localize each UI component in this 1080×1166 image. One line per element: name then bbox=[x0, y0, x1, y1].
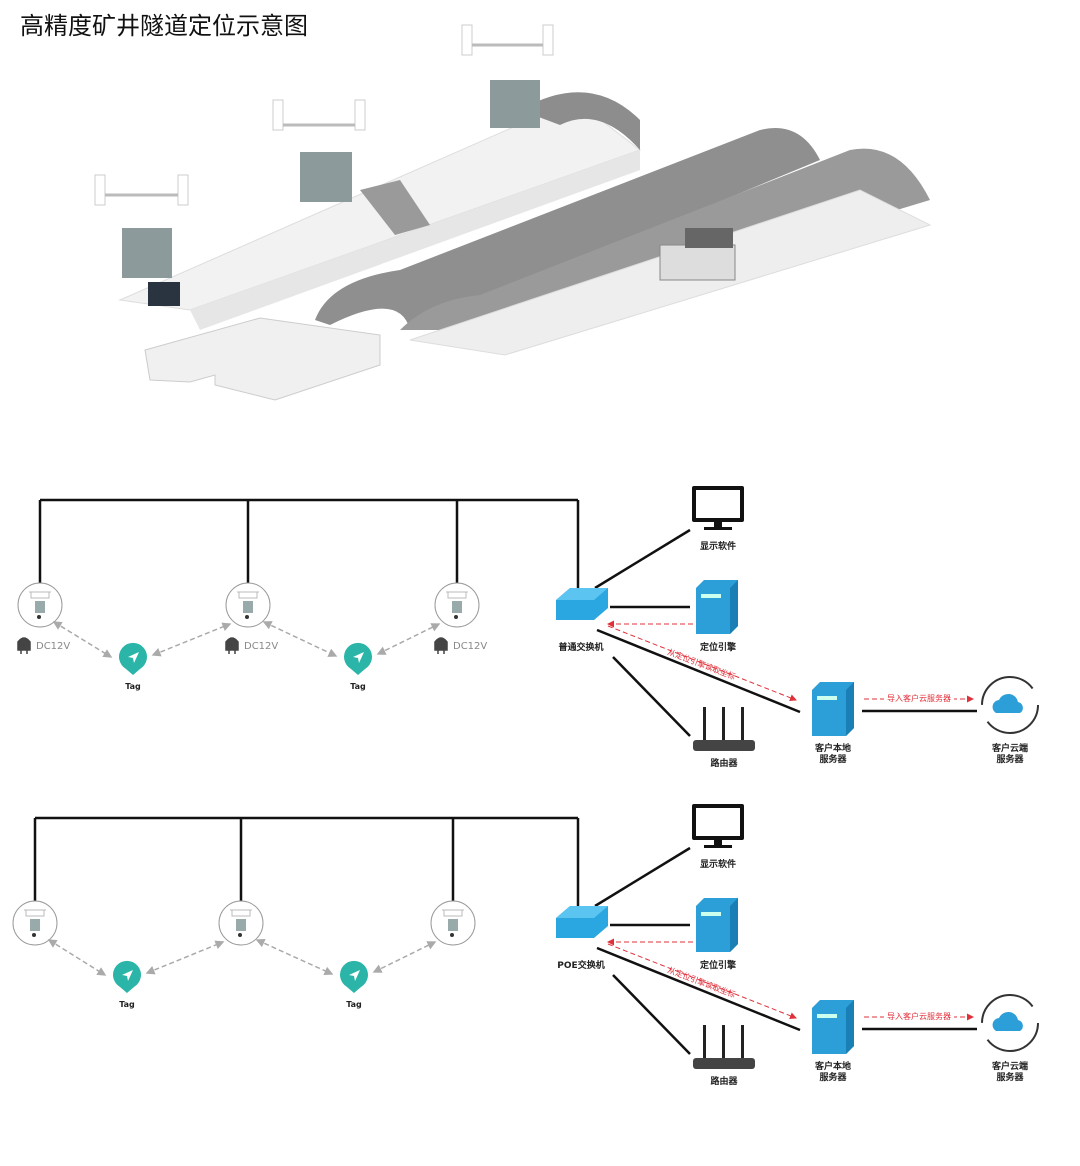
anchor-node bbox=[218, 900, 264, 946]
switch-label: POE交换机 bbox=[557, 959, 604, 971]
tunnel-illustration bbox=[94, 24, 932, 401]
positioning-engine-server-icon bbox=[696, 898, 738, 952]
network-diagram-1: DC12V DC12V DC12V Tag Tag 普通交换机显示软件定位引擎从… bbox=[17, 486, 1039, 769]
anchor-node bbox=[12, 900, 58, 946]
import-cloud-label: 导入客户云服务器 bbox=[887, 1011, 951, 1021]
anchor-node bbox=[434, 582, 480, 628]
wireless-link bbox=[52, 621, 113, 658]
base-station-2 bbox=[272, 99, 366, 202]
display-software-label: 显示软件 bbox=[700, 858, 736, 870]
tag-pin-icon bbox=[344, 642, 372, 675]
red-dashed-link bbox=[607, 625, 797, 702]
local-server-label: 客户本地 bbox=[814, 742, 851, 754]
switch-label: 普通交换机 bbox=[558, 641, 603, 653]
router-icon bbox=[693, 707, 755, 751]
network-diagram-2: Tag Tag POE交换机显示软件定位引擎从定位引擎读取坐标路由器客户本地服务… bbox=[12, 804, 1039, 1087]
tag-label: Tag bbox=[346, 1000, 362, 1009]
switch-icon bbox=[556, 906, 608, 938]
left-tunnel-arch bbox=[520, 92, 640, 150]
positioning-engine-server-icon bbox=[696, 580, 738, 634]
truck bbox=[659, 228, 736, 281]
tag-label: Tag bbox=[125, 682, 141, 691]
network-link bbox=[596, 946, 801, 1032]
wireless-link bbox=[262, 621, 338, 657]
power-label: DC12V bbox=[36, 641, 70, 652]
page-title: 高精度矿井隧道定位示意图 bbox=[20, 12, 308, 40]
wireless-link bbox=[376, 623, 441, 655]
positioning-engine-label: 定位引擎 bbox=[699, 959, 736, 971]
anchor-node bbox=[430, 900, 476, 946]
power-label: DC12V bbox=[244, 641, 278, 652]
display-software-label: 显示软件 bbox=[700, 540, 736, 552]
router-icon bbox=[693, 1025, 755, 1069]
router-label: 路由器 bbox=[710, 757, 738, 769]
local-server-icon bbox=[812, 1000, 854, 1054]
cloud-sync-icon bbox=[981, 994, 1039, 1052]
left-tunnel-wall bbox=[190, 150, 640, 330]
cloud-server-label: 服务器 bbox=[996, 753, 1024, 765]
power-plug-icon bbox=[434, 637, 448, 654]
wireless-link bbox=[145, 940, 225, 975]
monitor-icon bbox=[692, 486, 744, 530]
network-link bbox=[594, 528, 691, 590]
anchor-node bbox=[17, 582, 63, 628]
tag-label: Tag bbox=[119, 1000, 135, 1009]
router-label: 路由器 bbox=[710, 1075, 738, 1087]
local-server-label: 服务器 bbox=[819, 753, 847, 765]
network-link bbox=[596, 628, 801, 714]
right-tunnel-arch-1 bbox=[315, 128, 820, 330]
control-room bbox=[144, 317, 381, 401]
right-tunnel-arch-2 bbox=[400, 148, 930, 330]
import-cloud-label: 导入客户云服务器 bbox=[887, 693, 951, 703]
local-server-label: 客户本地 bbox=[814, 1060, 851, 1072]
tag-pin-icon bbox=[340, 960, 368, 993]
network-link bbox=[612, 974, 691, 1055]
local-server-icon bbox=[812, 682, 854, 736]
cloud-server-label: 服务器 bbox=[996, 1071, 1024, 1083]
ramp bbox=[360, 180, 430, 235]
local-server-label: 服务器 bbox=[819, 1071, 847, 1083]
power-plug-icon bbox=[225, 637, 239, 654]
wireless-link bbox=[255, 938, 334, 976]
power-plug-icon bbox=[17, 637, 31, 654]
positioning-engine-label: 定位引擎 bbox=[699, 641, 736, 653]
cloud-sync-icon bbox=[981, 676, 1039, 734]
base-station-1 bbox=[94, 174, 189, 306]
switch-icon bbox=[556, 588, 608, 620]
red-dashed-link bbox=[607, 943, 797, 1020]
cloud-server-label: 客户云端 bbox=[991, 1060, 1028, 1072]
monitor-icon bbox=[692, 804, 744, 848]
tag-label: Tag bbox=[350, 682, 366, 691]
power-label: DC12V bbox=[453, 641, 487, 652]
tag-pin-icon bbox=[119, 642, 147, 675]
wireless-link bbox=[151, 622, 232, 657]
anchor-node bbox=[225, 582, 271, 628]
network-link bbox=[612, 656, 691, 737]
cloud-server-label: 客户云端 bbox=[991, 742, 1028, 754]
wireless-link bbox=[372, 941, 437, 973]
network-link bbox=[594, 846, 691, 908]
wireless-link bbox=[47, 939, 107, 976]
tag-pin-icon bbox=[113, 960, 142, 993]
base-station-3 bbox=[461, 24, 554, 128]
